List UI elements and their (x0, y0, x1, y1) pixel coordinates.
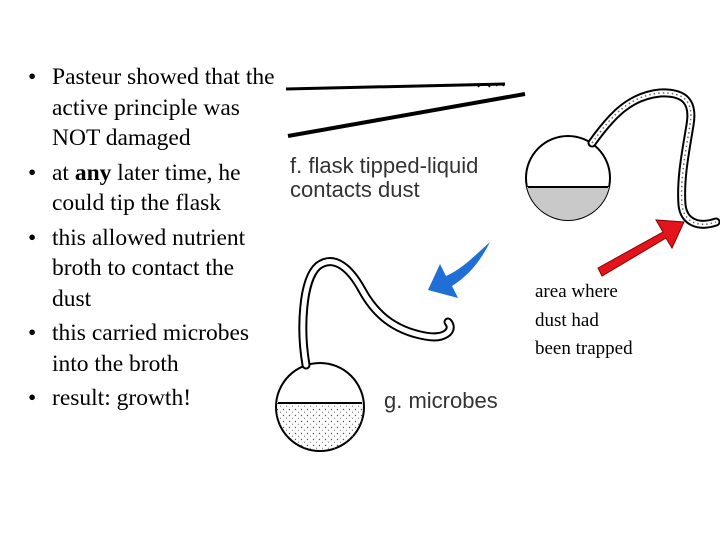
bullet-text: this allowed nutrient broth to contact t… (52, 224, 246, 312)
figure-label-f-line1: f. flask tipped-liquid (290, 153, 479, 178)
figure-label-f: f. flask tipped-liquid contacts dust (290, 154, 478, 202)
bullet-text-after: later time, he could tip the flask (52, 159, 241, 217)
flask-g-broth (276, 403, 364, 451)
blue-curved-arrow (428, 242, 490, 298)
bullet-text-bold: any (74, 159, 112, 186)
figure-label-g: g. microbes (384, 388, 498, 413)
bullet-item: • result: growth! (28, 383, 278, 414)
glass-line-diagonal (287, 92, 526, 138)
annotation-line: area where (535, 281, 618, 302)
bullet-list: • Pasteur showed that the active principl… (28, 62, 278, 418)
flask-f-broth (526, 187, 610, 220)
figure-label-f-line2: contacts dust (290, 177, 420, 202)
bullet-item: • at any later time, he could tip the fla… (28, 158, 278, 219)
dust-annotation: area where dust had been trapped (535, 278, 633, 364)
bullet-item: • Pasteur showed that the active principl… (28, 62, 278, 154)
flask-g-neck-inner (300, 259, 453, 368)
flask-f-neck-dust (591, 92, 717, 226)
bullet-item: • this carried microbes into the broth (28, 318, 278, 379)
bullet-item: • this allowed nutrient broth to contact … (28, 223, 278, 315)
glass-fragment (477, 83, 505, 88)
flask-g (275, 257, 455, 452)
bullet-text: Pasteur showed that the active principle… (52, 64, 275, 151)
flask-f-neck-inner (589, 90, 719, 227)
bullet-text: result: growth! (52, 385, 192, 411)
bullet-text-before: at (52, 159, 75, 186)
glass-line-top (285, 82, 506, 91)
flask-f (525, 88, 720, 229)
bullet-dot: • (28, 385, 37, 411)
flask-f-neck (587, 88, 720, 229)
red-arrow (597, 219, 685, 277)
annotation-line: dust had (535, 309, 599, 331)
annotation-line: been trapped (535, 338, 633, 359)
bullet-dot: • (28, 224, 37, 251)
bullet-dot: • (28, 320, 37, 346)
bullet-text: this carried microbes into the broth (52, 320, 250, 377)
bullet-dot: • (28, 159, 37, 186)
bullet-dot: • (28, 64, 37, 90)
